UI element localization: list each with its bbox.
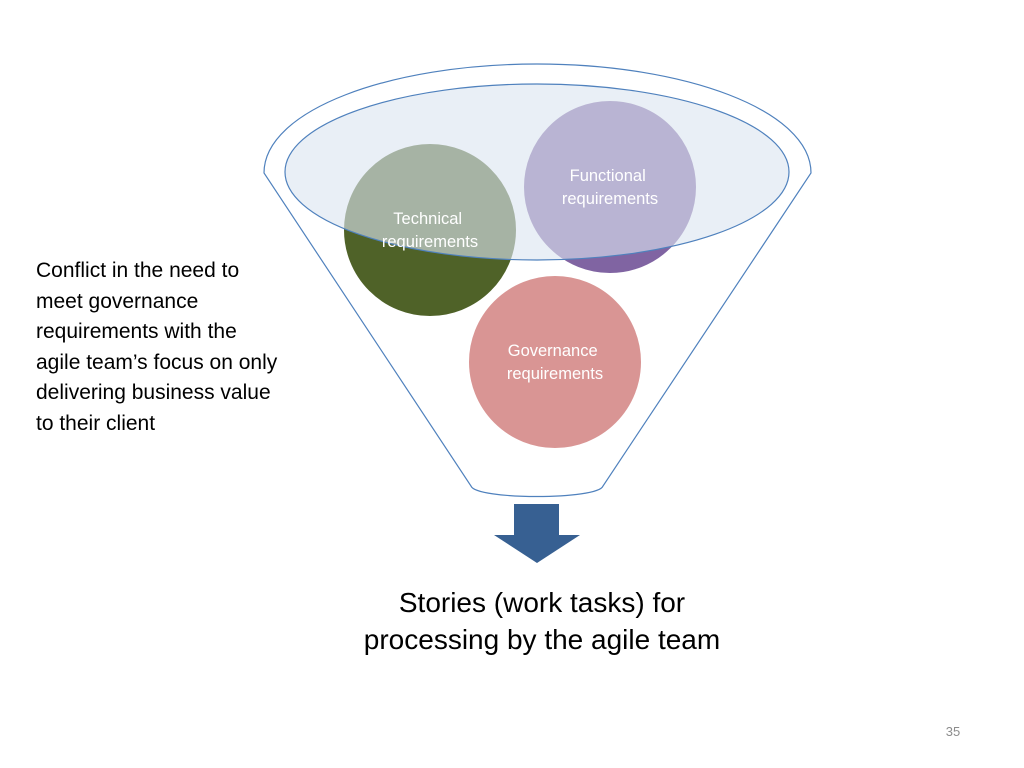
- page-number: 35: [945, 724, 961, 739]
- down-arrow-icon: [494, 504, 580, 563]
- governance-label: Governance requirements: [507, 342, 603, 383]
- stories-caption: Stories (work tasks) for processing by t…: [363, 587, 721, 655]
- functional-label: Functional requirements: [562, 167, 658, 208]
- governance-circle: [467, 274, 643, 450]
- conflict-description: Conflict in the need to meet governance …: [36, 259, 278, 435]
- technical-label: Technical requirements: [382, 210, 478, 251]
- funnel-rim-ellipse: [284, 83, 790, 261]
